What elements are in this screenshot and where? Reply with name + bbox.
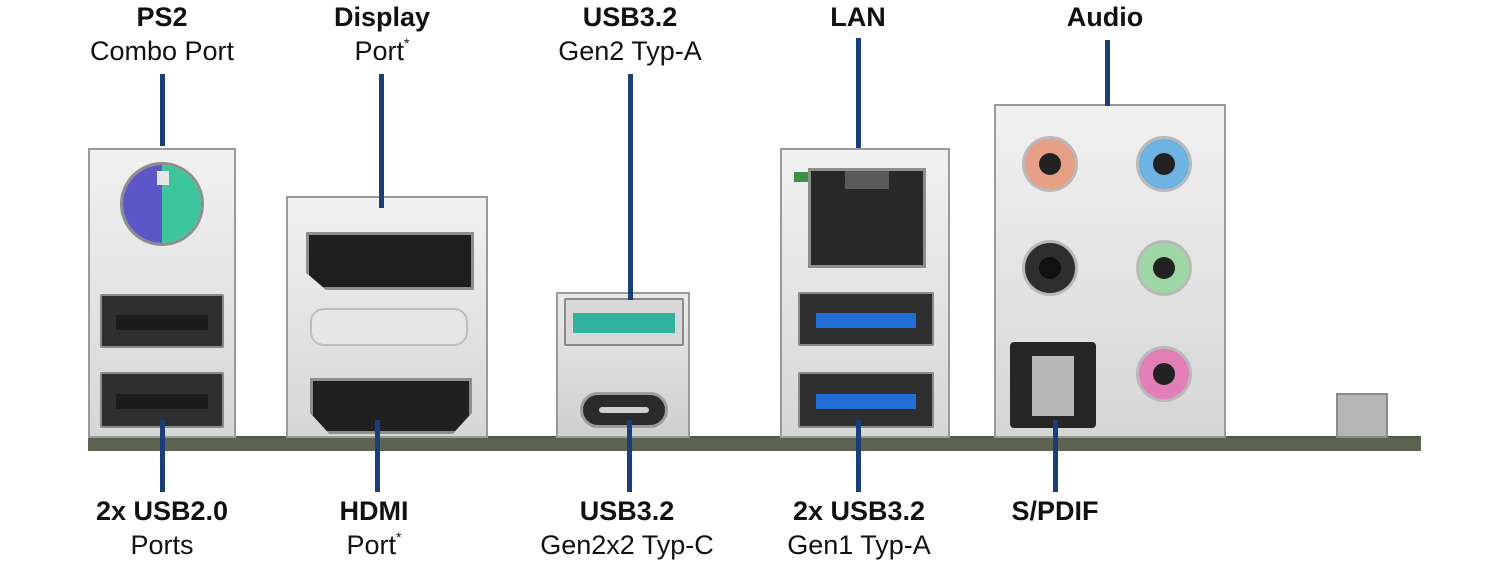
- standoff-block: [1336, 393, 1388, 438]
- label-usb32-gen2-title: USB3.2: [582, 2, 678, 32]
- leader-spdif: [1053, 420, 1058, 492]
- usb20-port-top: [100, 294, 224, 348]
- dp-hdmi-divider-plate: [310, 308, 468, 346]
- label-displayport: Display Port*: [282, 0, 482, 68]
- label-audio-title: Audio: [1066, 2, 1144, 32]
- audio-panel: [994, 104, 1226, 438]
- leader-usb32-gen2x2: [627, 420, 632, 492]
- leader-usb20: [160, 420, 165, 492]
- label-spdif: S/PDIF: [975, 494, 1135, 528]
- label-displayport-mark: *: [404, 35, 410, 51]
- label-usb32-gen1-title: 2x USB3.2: [792, 496, 926, 526]
- audio-jack-orange: [1022, 136, 1078, 192]
- label-lan: LAN: [778, 0, 938, 34]
- label-spdif-title: S/PDIF: [1011, 496, 1099, 526]
- leader-hdmi: [375, 420, 380, 492]
- lan-port: [808, 168, 926, 268]
- motherboard-pcb-edge: [88, 436, 1421, 451]
- label-usb32-gen2: USB3.2 Gen2 Typ-A: [500, 0, 760, 68]
- label-displayport-sub: Port: [354, 36, 405, 66]
- label-usb32-gen1: 2x USB3.2 Gen1 Typ-A: [759, 494, 959, 562]
- ps2-keyboard-half: [123, 165, 162, 243]
- audio-jack-black: [1022, 240, 1078, 296]
- label-usb32-gen1-sub: Gen1 Typ-A: [787, 530, 931, 560]
- audio-jack-blue: [1136, 136, 1192, 192]
- label-usb20-sub: Ports: [130, 530, 194, 560]
- leader-ps2: [160, 74, 165, 146]
- label-usb32-gen2x2: USB3.2 Gen2x2 Typ-C: [497, 494, 757, 562]
- leader-displayport: [379, 74, 384, 208]
- usb-gen2-typec-housing: [556, 292, 690, 438]
- dp-hdmi-housing: [286, 196, 488, 438]
- leader-usb32-gen2: [628, 74, 633, 300]
- label-usb32-gen2-sub: Gen2 Typ-A: [558, 36, 702, 66]
- label-ps2-sub: Combo Port: [89, 36, 235, 66]
- label-hdmi: HDMI Port*: [274, 494, 474, 562]
- lan-activity-led: [794, 172, 810, 182]
- label-usb32-gen2x2-title: USB3.2: [579, 496, 675, 526]
- label-hdmi-sub: Port: [346, 530, 397, 560]
- usb32-gen1-port-bottom: [798, 372, 934, 428]
- leader-usb32-gen1: [856, 420, 861, 492]
- ps2-port: [120, 162, 204, 246]
- usb32-gen2x2-typec-port: [580, 392, 668, 428]
- usb32-gen2-typea-port: [564, 298, 684, 346]
- label-audio: Audio: [1025, 0, 1185, 34]
- label-displayport-title: Display: [333, 2, 431, 32]
- spdif-port: [1010, 342, 1096, 428]
- label-hdmi-title: HDMI: [339, 496, 409, 526]
- ps2-key-notch: [157, 171, 169, 185]
- audio-jack-green: [1136, 240, 1192, 296]
- leader-lan: [856, 38, 861, 148]
- label-ps2-title: PS2: [136, 2, 188, 32]
- label-usb20: 2x USB2.0 Ports: [62, 494, 262, 562]
- label-ps2: PS2 Combo Port: [62, 0, 262, 68]
- lan-usb-gen1-housing: [780, 148, 950, 438]
- label-usb20-title: 2x USB2.0: [95, 496, 229, 526]
- displayport-port: [306, 232, 474, 290]
- hdmi-port: [310, 378, 472, 434]
- label-lan-title: LAN: [830, 2, 886, 32]
- label-usb32-gen2x2-sub: Gen2x2 Typ-C: [540, 530, 714, 560]
- ps2-usb20-housing: [88, 148, 236, 438]
- leader-audio: [1105, 40, 1110, 106]
- audio-jack-pink: [1136, 346, 1192, 402]
- label-hdmi-mark: *: [396, 529, 402, 545]
- usb32-gen1-port-top: [798, 292, 934, 346]
